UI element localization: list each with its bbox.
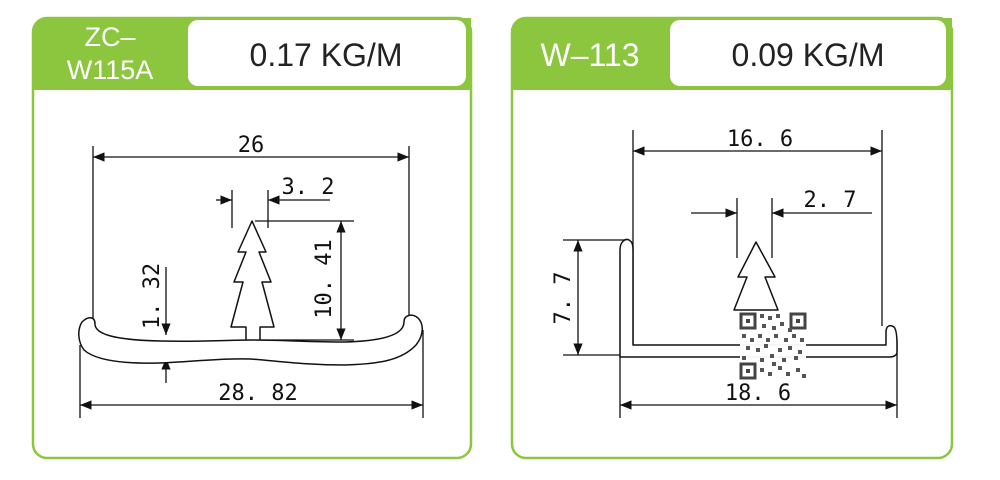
- dim-fin-width: 2. 7: [804, 188, 857, 213]
- dim-total-width: 28. 82: [218, 381, 297, 406]
- dim-total-width: 18. 6: [725, 381, 791, 406]
- profile-drawing: [78, 146, 424, 418]
- dim-top-width: 26: [238, 133, 265, 158]
- weight-box: [188, 20, 466, 86]
- product-card-w113: W–113 0.09 KG/M 16. 6 2. 7 7. 7 18. 6: [510, 16, 954, 460]
- profile-drawing: [563, 130, 898, 418]
- dim-inner-width: 16. 6: [727, 127, 793, 152]
- dim-base-thickness: 1. 32: [140, 263, 165, 329]
- model-label-line2: W115A: [67, 55, 154, 85]
- model-label: W–113: [540, 37, 639, 73]
- weight-box: [670, 20, 946, 86]
- weight-label: 0.09 KG/M: [732, 37, 885, 73]
- qr-code-icon: [739, 312, 807, 380]
- weight-label: 0.17 KG/M: [250, 37, 403, 73]
- dim-wall-height: 7. 7: [551, 272, 576, 325]
- dim-fin-width: 3. 2: [282, 175, 335, 200]
- model-label-line1: ZC–: [84, 22, 135, 52]
- product-card-zc-w115a: ZC– W115A 0.17 KG/M 26: [31, 16, 473, 460]
- dim-fin-height: 10. 41: [312, 239, 337, 318]
